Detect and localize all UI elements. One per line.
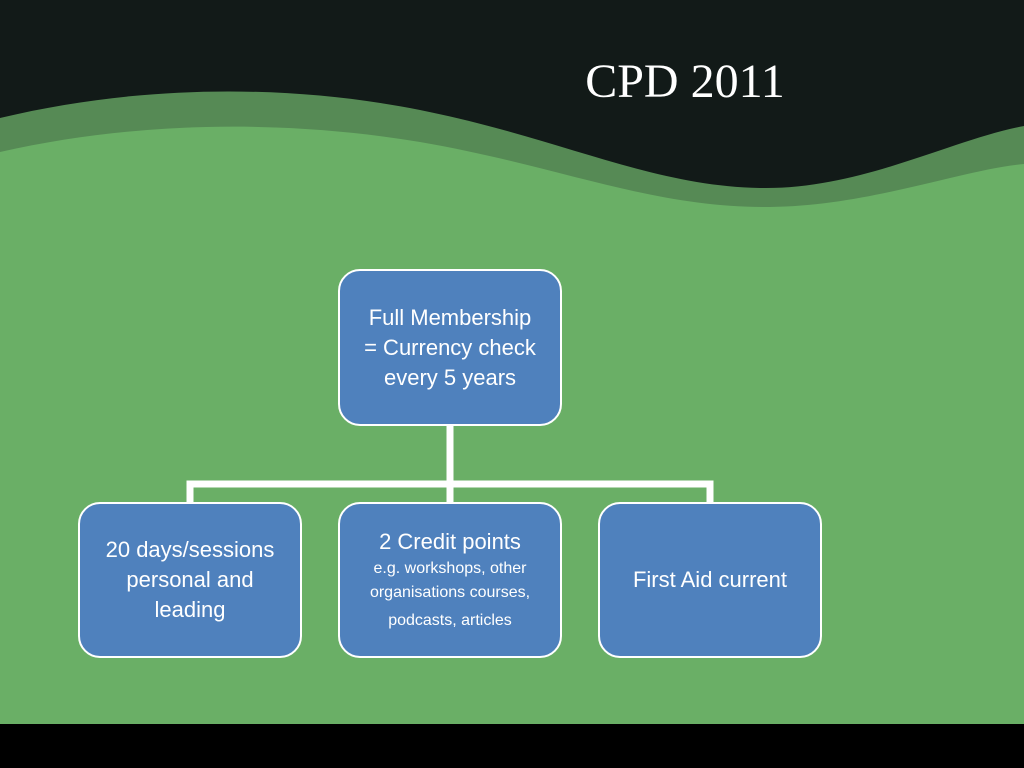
slide-title: CPD 2011: [585, 55, 785, 108]
node-root-line-1: Full Membership: [368, 304, 532, 330]
node-first-aid-line-1: First Aid current: [632, 567, 788, 592]
node-full-membership: Full Membership = Currency check every 5…: [338, 269, 562, 426]
node-credit-points: 2 Credit points e.g. workshops, other or…: [338, 502, 562, 658]
node-credit-detail-3: podcasts, articles: [388, 612, 512, 629]
slide: CPD 2011 Full Membership = Currency chec…: [0, 0, 1024, 724]
node-credit-detail-1: e.g. workshops, other: [373, 560, 527, 577]
node-first-aid: First Aid current: [598, 502, 822, 658]
node-days-line-1: 20 days/sessions: [105, 537, 275, 562]
org-chart-connectors: [186, 422, 714, 506]
node-root-line-2: = Currency check: [364, 334, 536, 360]
node-credit-heading: 2 Credit points: [379, 529, 521, 554]
node-days-line-2: personal and: [126, 567, 254, 592]
node-root-line-3: every 5 years: [383, 364, 517, 390]
node-days-sessions: 20 days/sessions personal and leading: [78, 502, 302, 658]
node-credit-detail-2: organisations courses,: [369, 584, 531, 601]
node-days-line-3: leading: [154, 597, 226, 622]
